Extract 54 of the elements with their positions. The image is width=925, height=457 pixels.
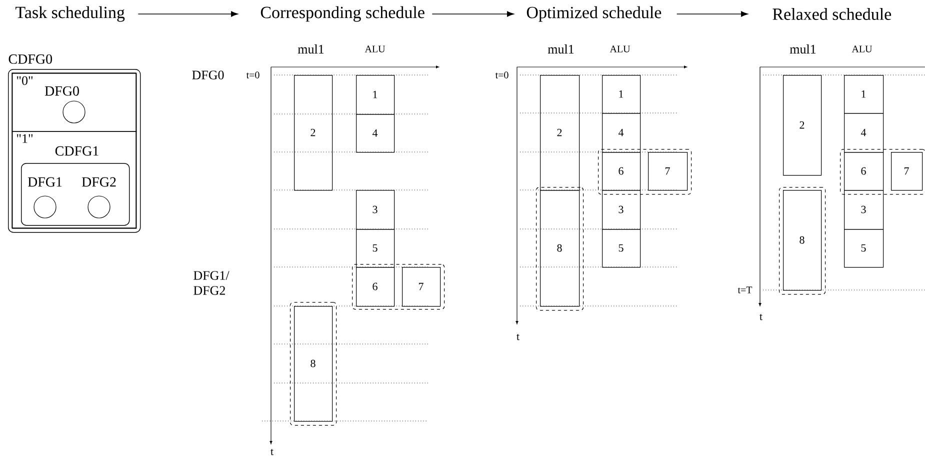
operation-box: 5	[844, 228, 884, 268]
graph-circle	[62, 100, 86, 124]
operation-box: 2	[783, 75, 822, 176]
graph-circle	[88, 196, 110, 218]
axis-label: t=0	[246, 72, 260, 78]
operation-box: 3	[844, 190, 884, 230]
operation-box: 3	[356, 190, 395, 230]
operation-box: 5	[356, 228, 395, 268]
axis-label: t=0	[495, 72, 508, 78]
operation-box: 7	[402, 267, 441, 307]
axis-label: mul1	[548, 44, 574, 54]
operation-box: 2	[540, 75, 580, 191]
operation-box: 1	[844, 75, 884, 114]
axis-label: ALU	[852, 46, 872, 52]
axis-label: t=T	[738, 286, 752, 294]
graph-circle	[34, 196, 56, 218]
operation-box: 8	[783, 190, 822, 291]
axis-label: ALU	[364, 46, 386, 52]
operation-box: 3	[602, 190, 641, 230]
axis-label: t	[760, 314, 762, 320]
operation-box: 8	[540, 190, 580, 307]
operation-box: 7	[891, 152, 923, 191]
stage-heading: Relaxed schedule	[772, 8, 892, 20]
branch-section: "0" DFG0	[12, 73, 137, 132]
group-outline	[840, 149, 925, 195]
axis-label: mul1	[790, 44, 816, 54]
operation-box: 5	[602, 228, 641, 268]
operation-box: 4	[356, 114, 395, 153]
arrow	[138, 11, 238, 17]
operation-box: 6	[602, 152, 641, 191]
stage-heading: Optimized schedule	[526, 6, 662, 22]
operation-box: 6	[356, 267, 395, 307]
axis-label: ALU	[610, 46, 630, 52]
axis-label: mul1	[298, 44, 324, 54]
axis-label: t	[270, 448, 274, 456]
cdfg-box: DFG1 DFG2	[21, 163, 130, 226]
operation-box: 7	[648, 152, 688, 191]
axis-label: t	[516, 334, 520, 340]
axis-label: DFG1/ DFG2	[194, 271, 230, 295]
operation-box: 6	[844, 152, 884, 191]
group-outline	[352, 264, 445, 310]
operation-box: 2	[294, 75, 333, 191]
operation-box: 4	[602, 113, 641, 153]
stage-heading: Corresponding schedule	[260, 6, 424, 22]
arrow	[432, 11, 514, 17]
stage-heading: Task scheduling	[16, 6, 125, 22]
group-outline	[598, 149, 692, 195]
arrow	[676, 11, 748, 17]
operation-box: 8	[294, 306, 333, 422]
node-label: CDFG0	[8, 54, 52, 64]
operation-box: 1	[602, 75, 641, 114]
operation-box: 4	[844, 113, 884, 153]
axis-label: DFG0	[192, 70, 224, 80]
operation-box: 1	[356, 75, 395, 115]
